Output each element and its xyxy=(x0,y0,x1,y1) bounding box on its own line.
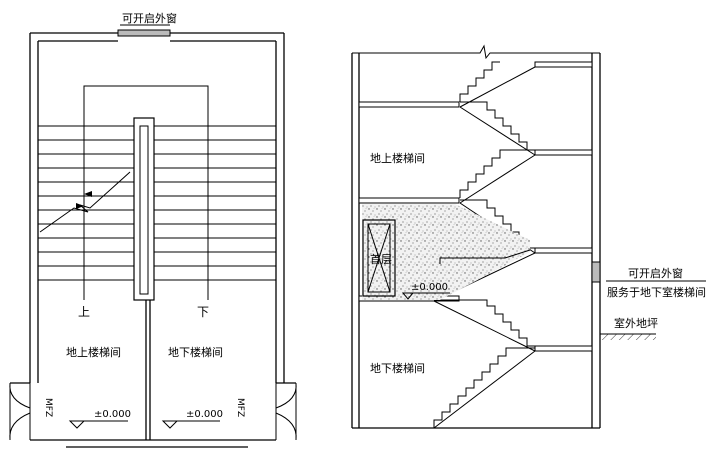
section-window-note: 服务于地下室楼梯间 xyxy=(607,285,706,299)
svg-text:MFZ: MFZ xyxy=(235,398,245,417)
section-below-stair-label: 地下楼梯间 xyxy=(370,361,425,375)
section-walls xyxy=(351,53,601,429)
walking-lines xyxy=(76,85,209,300)
up-label: 上 xyxy=(78,305,90,319)
svg-text:±0.000: ±0.000 xyxy=(186,409,223,420)
break-line xyxy=(39,171,131,233)
stair-treads xyxy=(38,125,276,281)
section-level-mark: ±0.000 xyxy=(401,282,450,300)
ground-floor-hatch xyxy=(362,204,530,300)
door-left: MFZ xyxy=(9,382,66,441)
svg-text:MFZ: MFZ xyxy=(43,398,53,417)
svg-text:±0.000: ±0.000 xyxy=(94,409,131,420)
stair-section: 首层 ±0.000 地上楼梯间 地下楼梯间 可开启外窗 服务于地下室楼梯间 室外… xyxy=(351,44,706,429)
door-right: MFZ xyxy=(235,382,297,441)
section-top-break xyxy=(352,44,600,60)
plan-walls xyxy=(10,32,296,448)
stair-well xyxy=(133,117,155,301)
level-mark-right: ±0.000 xyxy=(161,409,223,429)
plan-window-label: 可开启外窗 xyxy=(122,11,177,25)
svg-text:±0.000: ±0.000 xyxy=(411,282,448,293)
ground-floor-door: 首层 xyxy=(362,219,396,297)
level-mark-left: ±0.000 xyxy=(68,409,131,429)
section-window-label: 可开启外窗 xyxy=(628,266,683,280)
ground-floor-label: 首层 xyxy=(370,252,392,266)
plan-above-stair-label: 地上楼梯间 xyxy=(66,345,121,359)
outdoor-ground-label: 室外地坪 xyxy=(614,316,658,330)
plan-window xyxy=(117,29,171,37)
stair-plan: 可开启外窗 上 xyxy=(9,11,297,448)
outdoor-ground: 室外地坪 xyxy=(600,316,658,340)
down-label: 下 xyxy=(197,305,209,319)
section-above-stair-label: 地上楼梯间 xyxy=(370,151,425,165)
section-window xyxy=(591,261,601,283)
plan-below-stair-label: 地下楼梯间 xyxy=(168,345,223,359)
